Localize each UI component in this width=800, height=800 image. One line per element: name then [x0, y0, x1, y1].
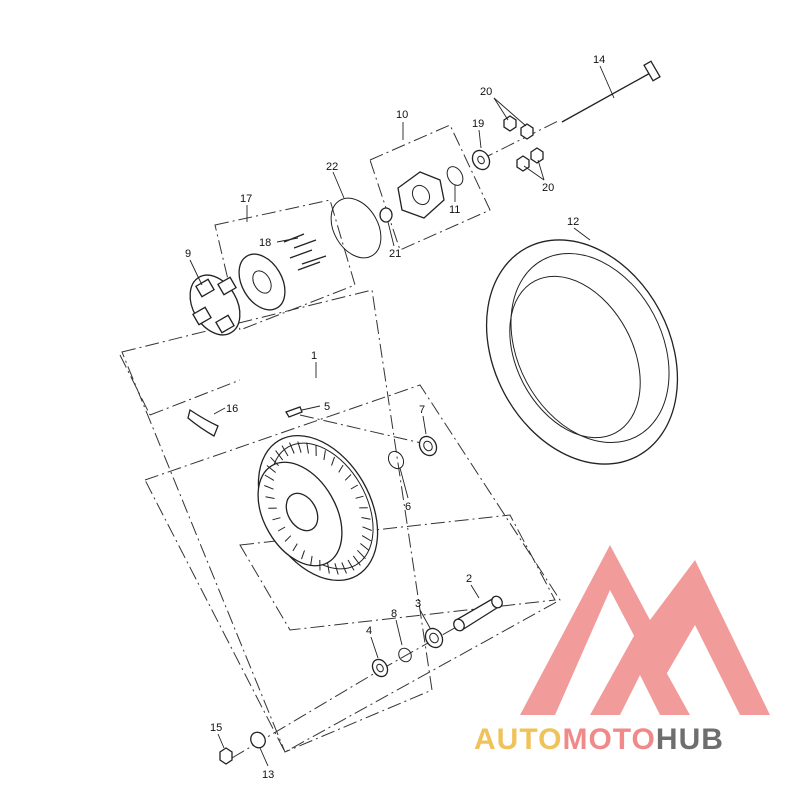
sprocket-hub [238, 253, 286, 311]
hub-pins [283, 233, 327, 271]
rim-fin [352, 555, 361, 566]
rim-fin [344, 474, 352, 481]
rim-fin [347, 559, 355, 571]
callout-4: 4 [366, 625, 372, 637]
callout-3: 3 [415, 598, 421, 610]
logo-word-moto: MOTO [562, 723, 655, 756]
callout-14: 14 [593, 54, 605, 66]
leader-lines [189, 65, 615, 767]
rear-axle [561, 60, 661, 123]
callout-11: 11 [449, 204, 460, 216]
rim-fin [265, 496, 275, 499]
callout-17: 17 [240, 193, 252, 205]
rim-fin [270, 456, 279, 467]
assembly-lines [119, 119, 561, 759]
rim-fin [264, 485, 274, 490]
rim-fin [306, 442, 309, 454]
rim-fin [331, 456, 335, 466]
callout-13: 13 [262, 769, 274, 781]
svg-text:AUTOMOTOHUB: AUTOMOTOHUB [474, 723, 724, 756]
valve-stem [285, 406, 303, 418]
rim-fin [334, 563, 339, 575]
tire [485, 239, 679, 465]
rim-fin [310, 555, 313, 566]
callout-2: 2 [466, 573, 472, 585]
callout-21: 21 [389, 248, 401, 260]
callout-6: 6 [405, 501, 411, 513]
rim-fin [327, 562, 330, 574]
rim-fin [275, 450, 284, 461]
callout-7: 7 [419, 404, 425, 416]
damper-rubbers [189, 274, 241, 336]
balance-weight [187, 408, 219, 437]
rim-fin [360, 543, 370, 551]
rim-fin [297, 441, 302, 453]
rim-fin [361, 535, 372, 542]
rim-fin [266, 465, 276, 473]
callout-9: 9 [185, 248, 191, 260]
callout-19: 19 [472, 118, 484, 130]
sprocket-carrier [397, 171, 445, 219]
axle-nut [219, 747, 233, 765]
rim-fin [341, 562, 347, 574]
callout-22: 22 [326, 161, 338, 173]
callout-16: 16 [226, 403, 238, 415]
rim-fin [292, 543, 298, 552]
retaining-ring [330, 197, 382, 259]
callout-8: 8 [391, 608, 397, 620]
rim-fin [301, 550, 305, 560]
rim-fin [264, 474, 275, 481]
o-ring [387, 450, 405, 470]
oil-seal [371, 658, 389, 678]
callout-18: 18 [259, 237, 271, 249]
rim-fin [289, 442, 295, 454]
logo-word-hub: HUB [656, 723, 724, 756]
rim-fin [361, 517, 371, 520]
rim-fin [281, 445, 289, 457]
callout-20-bottom: 20 [542, 182, 554, 194]
rim-fin [362, 526, 372, 531]
carrier-bearing [471, 149, 491, 171]
carrier-o-ring [446, 166, 464, 186]
rim-fin [355, 495, 364, 499]
carrier-bushing [379, 207, 393, 223]
rim-fin [350, 484, 359, 490]
automotohub-logo-mark [520, 545, 770, 715]
callout-labels: 1 2 3 4 5 6 7 8 9 10 11 12 13 14 15 16 1… [185, 54, 605, 781]
rim-fin [277, 526, 286, 532]
axle-spacer [453, 595, 503, 632]
wheel-rim [257, 434, 379, 582]
rim-fin [284, 535, 292, 542]
rim-fin [323, 450, 326, 461]
rim-fin [338, 464, 344, 473]
logo-word-auto: AUTO [474, 723, 562, 756]
rim-fin [357, 549, 366, 560]
callout-1: 1 [311, 350, 317, 362]
callout-12: 12 [567, 216, 579, 228]
circlip [398, 647, 412, 663]
callout-5: 5 [324, 401, 330, 413]
bearing-left [424, 627, 444, 649]
automotohub-wordmark: AUTOMOTOHUB [474, 723, 724, 756]
bearing-right [418, 435, 438, 457]
axle-collar [250, 731, 266, 749]
callout-20-top: 20 [480, 86, 492, 98]
callout-10: 10 [396, 109, 408, 121]
callout-15: 15 [210, 722, 222, 734]
rim-fin [272, 517, 281, 521]
